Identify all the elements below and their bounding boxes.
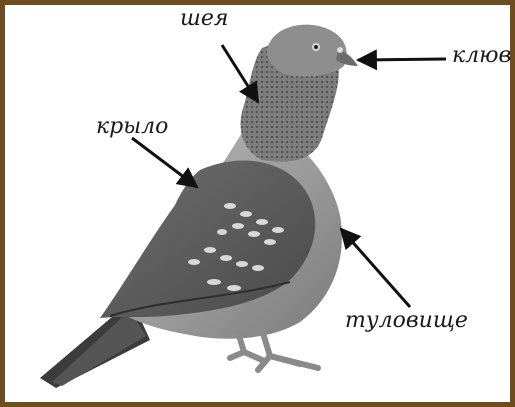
arrow-wing bbox=[132, 138, 197, 187]
arrow-beak bbox=[358, 59, 446, 60]
label-neck: шея bbox=[180, 6, 228, 31]
pigeon-illustration bbox=[40, 25, 358, 388]
label-wing: крыло bbox=[96, 114, 168, 139]
pigeon-head bbox=[267, 25, 347, 77]
label-beak: клюв bbox=[452, 43, 511, 68]
arrow-body bbox=[341, 229, 410, 307]
label-body: туловище bbox=[345, 308, 468, 333]
